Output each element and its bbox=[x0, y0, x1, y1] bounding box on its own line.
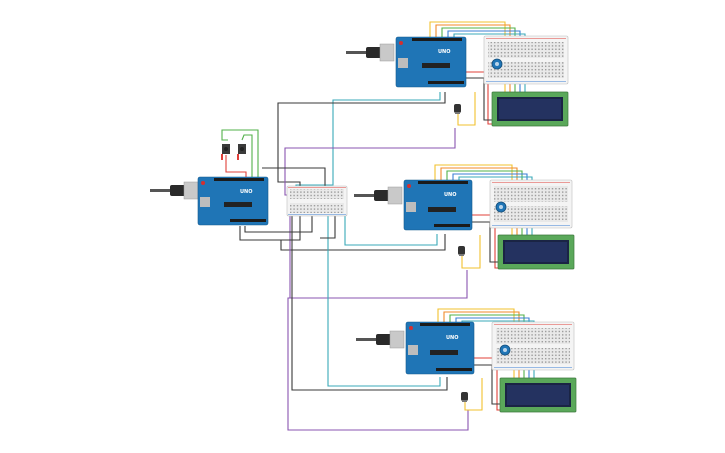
lcd-display-middle[interactable] bbox=[497, 234, 575, 270]
board-logo: UNO bbox=[446, 335, 459, 341]
wire-purple-master-to-bottom[interactable] bbox=[287, 297, 469, 431]
sensor-bottom[interactable] bbox=[461, 392, 468, 402]
sensor-top[interactable] bbox=[454, 104, 461, 114]
breadboard-master[interactable] bbox=[286, 185, 348, 217]
board-logo: UNO bbox=[438, 49, 451, 55]
wire-black-master-to-top[interactable] bbox=[277, 92, 446, 192]
board-logo: UNO bbox=[444, 192, 457, 198]
push-button-1[interactable] bbox=[221, 144, 230, 160]
breadboard-top[interactable] bbox=[483, 35, 569, 85]
wire-black-mid[interactable] bbox=[467, 221, 505, 263]
breadboard-bottom[interactable] bbox=[491, 321, 575, 371]
wire-yellow-bottom-2[interactable] bbox=[464, 378, 483, 411]
potentiometer-bottom[interactable] bbox=[499, 344, 511, 356]
wire-green-button-1[interactable] bbox=[221, 129, 259, 178]
wire-red-button[interactable] bbox=[225, 155, 247, 178]
wire-black-master-local[interactable] bbox=[239, 226, 300, 241]
potentiometer-top[interactable] bbox=[491, 58, 503, 70]
arduino-board-bottom[interactable]: UNO bbox=[356, 321, 475, 375]
wire-yellow-top-2[interactable] bbox=[457, 92, 476, 126]
wire-black-master-local-3[interactable] bbox=[244, 215, 313, 233]
sensor-middle[interactable] bbox=[458, 246, 465, 256]
potentiometer-middle[interactable] bbox=[495, 201, 507, 213]
wire-teal-master-to-top[interactable] bbox=[295, 92, 441, 192]
lcd-display-top[interactable] bbox=[491, 91, 569, 127]
arduino-board-master[interactable]: UNO bbox=[150, 176, 269, 226]
wire-yellow-mid-2[interactable] bbox=[461, 235, 481, 269]
arduino-board-middle[interactable]: UNO bbox=[354, 179, 473, 231]
board-logo: UNO bbox=[240, 189, 253, 195]
wire-black-bottom[interactable] bbox=[470, 364, 505, 405]
arduino-board-top[interactable]: UNO bbox=[346, 36, 467, 88]
push-button-2[interactable] bbox=[237, 144, 246, 160]
wire-green-button-2[interactable] bbox=[241, 134, 253, 178]
breadboard-middle[interactable] bbox=[489, 179, 573, 229]
lcd-display-bottom[interactable] bbox=[499, 377, 577, 413]
